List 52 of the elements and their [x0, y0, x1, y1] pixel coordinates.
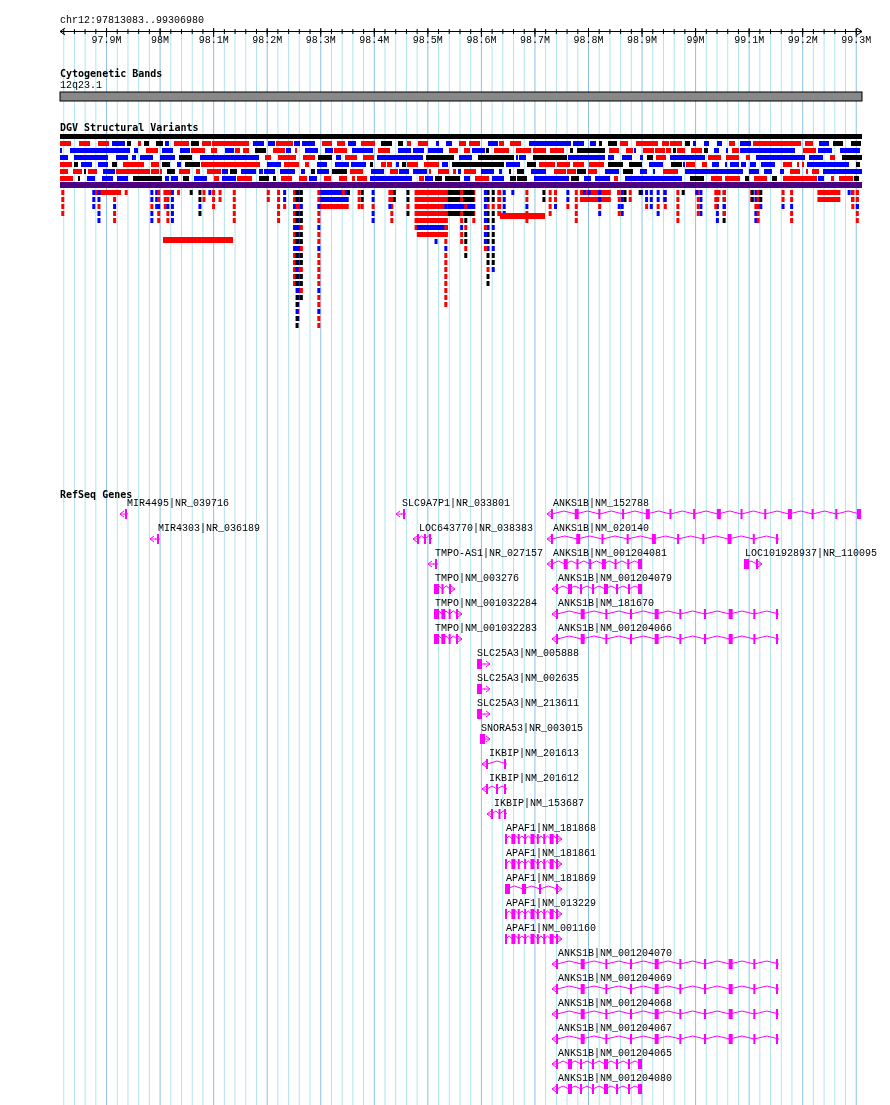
- tick-label: 99.2M: [787, 35, 818, 46]
- gene-label: IKBIP|NM_153687: [494, 798, 584, 809]
- gene-label: APAF1|NM_181861: [506, 848, 596, 859]
- track-title: DGV Structural Variants: [60, 122, 199, 133]
- tick-label: 98.2M: [252, 35, 283, 46]
- tick-label: 98.4M: [359, 35, 390, 46]
- tick-label: 98.5M: [412, 35, 443, 46]
- tick-label: 99M: [686, 35, 705, 46]
- tick-label: 97.9M: [91, 35, 122, 46]
- gene-label: ANKS1B|NM_001204065: [558, 1048, 673, 1059]
- gene-label: IKBIP|NM_201612: [489, 773, 579, 784]
- gene-label: IKBIP|NM_201613: [489, 748, 579, 759]
- gene-label: ANKS1B|NM_001204066: [558, 623, 673, 634]
- gene-label: ANKS1B|NM_181670: [558, 598, 654, 609]
- band-label: 12q23.1: [60, 80, 102, 91]
- gene-label: SNORA53|NR_003015: [481, 723, 584, 734]
- gene-label: ANKS1B|NM_001204070: [558, 948, 673, 959]
- gene-label: APAF1|NM_013229: [506, 898, 596, 909]
- gene-label: SLC25A3|NM_213611: [477, 698, 580, 709]
- gene-label: MIR4495|NR_039716: [127, 498, 230, 509]
- gene-label: ANKS1B|NM_001204067: [558, 1023, 673, 1034]
- tick-label: 99.1M: [734, 35, 765, 46]
- gene-label: ANKS1B|NM_001204081: [553, 548, 668, 559]
- tick-label: 99.3M: [841, 35, 872, 46]
- tick-label: 98.6M: [466, 35, 497, 46]
- tick-label: 98.1M: [198, 35, 229, 46]
- gene-label: APAF1|NM_001160: [506, 923, 596, 934]
- gene-label: ANKS1B|NM_001204068: [558, 998, 673, 1009]
- tick-label: 98.7M: [519, 35, 550, 46]
- gene-label: ANKS1B|NM_001204069: [558, 973, 673, 984]
- gene-label: TMPO|NM_003276: [435, 573, 519, 584]
- gene-label: ANKS1B|NM_001204079: [558, 573, 673, 584]
- gene-label: ANKS1B|NM_152788: [553, 498, 649, 509]
- gene-label: MIR4303|NR_036189: [158, 523, 261, 534]
- tick-label: 98.3M: [305, 35, 336, 46]
- tick-label: 98M: [151, 35, 170, 46]
- gene-label: TMPO|NM_001032283: [435, 623, 538, 634]
- gene-label: TMPO-AS1|NR_027157: [435, 548, 544, 559]
- gene-label: TMPO|NM_001032284: [435, 598, 538, 609]
- tick-label: 98.8M: [573, 35, 604, 46]
- gene-label: LOC101928937|NR_110095: [745, 548, 878, 559]
- gene-label: SLC9A7P1|NR_033801: [402, 498, 511, 509]
- gene-label: SLC25A3|NM_002635: [477, 673, 580, 684]
- gene-label: APAF1|NM_181869: [506, 873, 596, 884]
- gene-label: LOC643770|NR_038383: [419, 523, 534, 534]
- gene-label: ANKS1B|NM_001204080: [558, 1073, 673, 1084]
- gene-label: SLC25A3|NM_005888: [477, 648, 580, 659]
- tick-label: 98.9M: [627, 35, 658, 46]
- track-title: Cytogenetic Bands: [60, 68, 163, 79]
- coordinate-label: chr12:97813083..99306980: [60, 15, 205, 26]
- gene-label: ANKS1B|NM_020140: [553, 523, 649, 534]
- gene-label: APAF1|NM_181868: [506, 823, 596, 834]
